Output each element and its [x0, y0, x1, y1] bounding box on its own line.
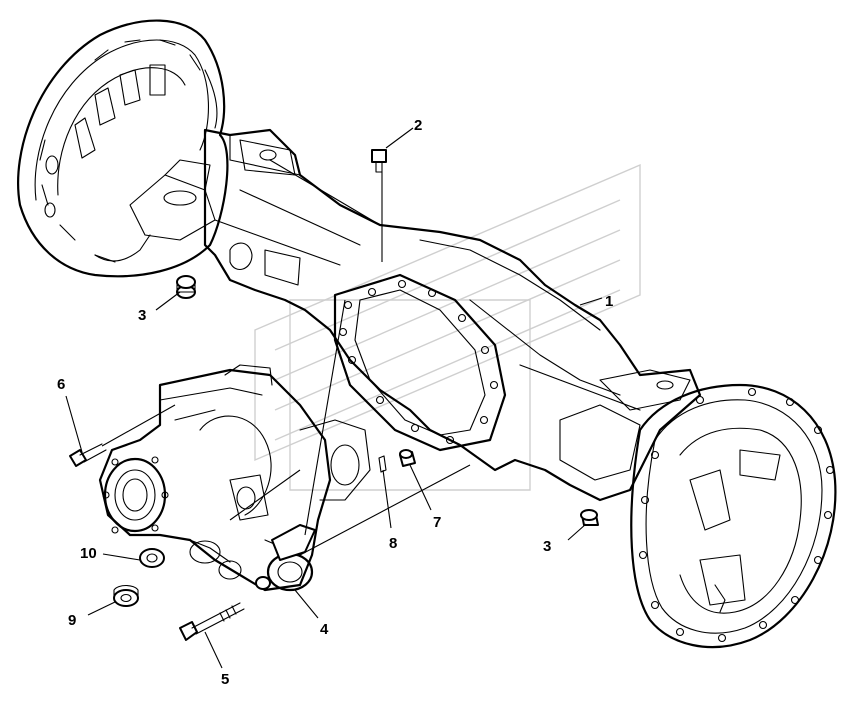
callout-9: 9	[68, 612, 76, 629]
nut-part	[113, 584, 139, 607]
washer-part	[139, 548, 165, 568]
right-wheel-housing	[630, 383, 837, 649]
differential-carrier	[98, 364, 371, 592]
callout-3-right: 3	[543, 538, 551, 555]
short-bolt-part	[69, 443, 107, 467]
watermark	[254, 163, 641, 491]
axle-center-opening	[333, 273, 507, 452]
breather-part	[371, 149, 387, 173]
axle-beam	[129, 128, 702, 502]
callout-5: 5	[221, 671, 229, 688]
leader-lines	[65, 127, 603, 669]
callout-1: 1	[605, 293, 613, 310]
callout-2: 2	[414, 117, 422, 134]
pin-part	[399, 449, 416, 467]
drain-plug-left	[176, 275, 196, 299]
callout-6: 6	[57, 376, 65, 393]
callout-10: 10	[80, 545, 97, 562]
callout-4: 4	[320, 621, 329, 638]
callout-7: 7	[433, 514, 441, 531]
drain-plug-right	[580, 509, 599, 526]
left-wheel-housing	[17, 19, 229, 278]
callout-3-left: 3	[138, 307, 146, 324]
dowel-part	[378, 455, 387, 473]
callout-8: 8	[389, 535, 397, 552]
long-bolt-part	[179, 602, 245, 641]
